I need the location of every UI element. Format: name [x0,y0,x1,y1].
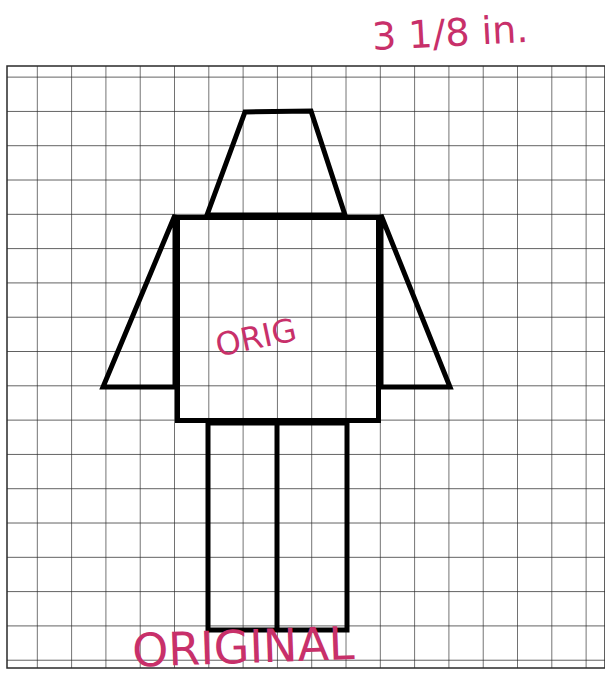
dimension-label: 3 1/8 in. [371,10,529,56]
handwritten-note: ORIG [213,313,300,361]
title-label: ORIGINAL [131,620,355,674]
robot-legs [208,423,347,630]
body-box: ORIG [175,215,381,423]
left-arm [103,215,175,387]
leg-divider [275,423,280,630]
grid-lines [7,66,605,668]
right-arm [381,215,450,387]
grid-border [7,66,605,668]
robot-head [207,111,345,215]
